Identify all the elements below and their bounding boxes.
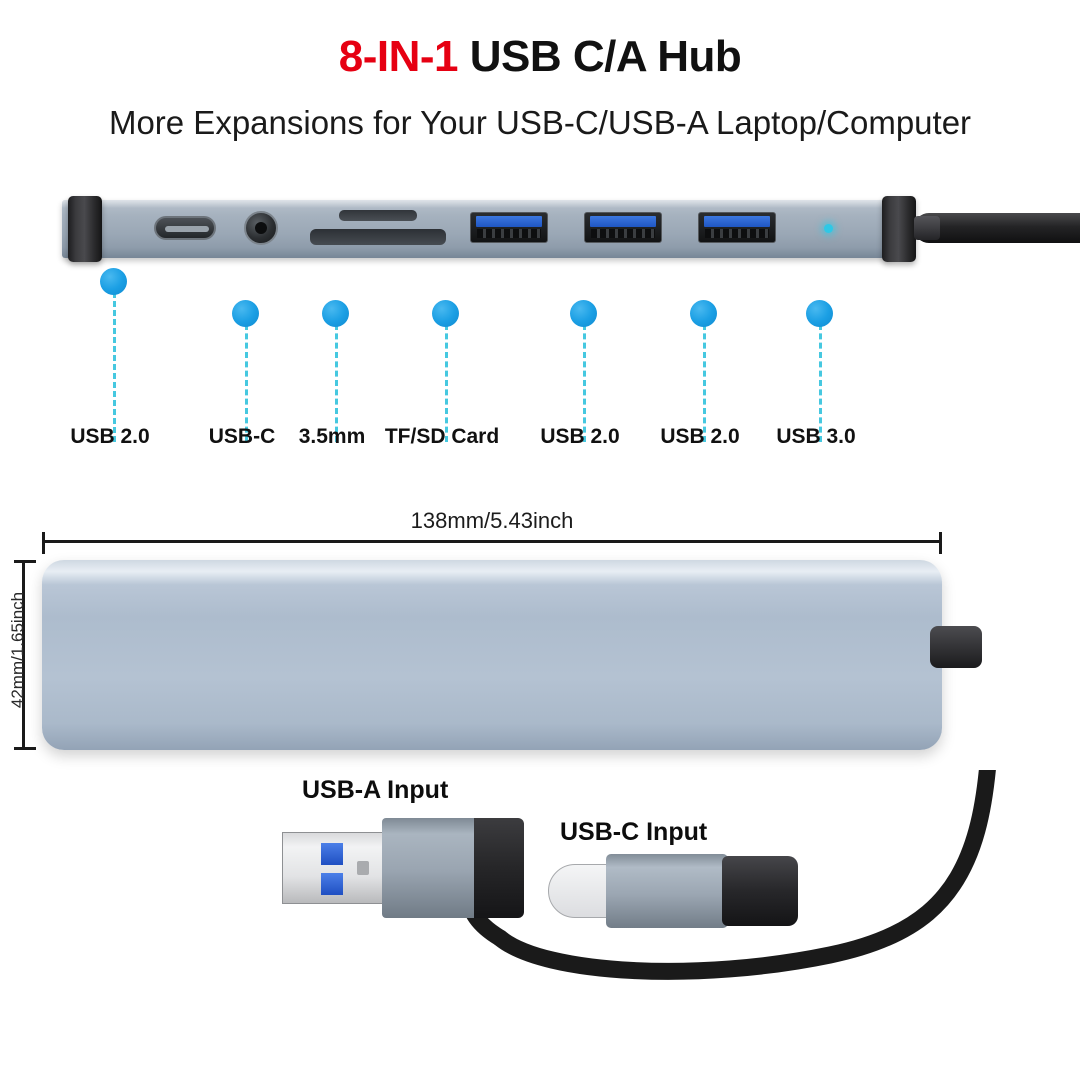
callout-label-4: USB 2.0 [540, 425, 620, 448]
callout-label-1: USB-C [208, 425, 276, 448]
hub-top-cable-strain-relief [930, 626, 982, 668]
callout-dot-6 [806, 300, 833, 327]
usb-c-strain-relief [722, 856, 798, 926]
width-tick-right [939, 532, 942, 554]
usb-a-notch [357, 861, 369, 875]
width-dimension-label: 138mm/5.43inch [410, 508, 574, 533]
hub-end-cap-right [882, 196, 916, 262]
callout-line-0 [113, 292, 116, 442]
title-accent: 8-IN-1 [338, 32, 459, 81]
sd-card-slot [310, 229, 446, 245]
hub-end-cap-left [68, 196, 102, 262]
usb-c-input-connector [548, 854, 798, 928]
usb-a-port-1 [470, 212, 548, 243]
callout-dot-3 [432, 300, 459, 327]
usb-a-input-label: USB-A Input [302, 776, 449, 804]
title-rest: USB C/A Hub [469, 32, 742, 81]
usb-a-port-2 [584, 212, 662, 243]
usb-a-port-3 [698, 212, 776, 243]
usb-a-housing [382, 818, 480, 918]
usb-a-input-connector [282, 818, 524, 918]
usb-c-housing [606, 854, 728, 928]
callout-line-1 [245, 324, 248, 442]
connector-cable [461, 770, 996, 980]
page-title: 8-IN-1 USB C/A Hub [0, 32, 1080, 82]
callout-dot-2 [322, 300, 349, 327]
usb-c-input-label: USB-C Input [560, 818, 708, 846]
hub-dimension-view: 138mm/5.43inch 42mm/1.65inch [0, 500, 1080, 790]
connector-view: USB-A Input USB-C Input [0, 770, 1080, 1080]
hub-front-view [62, 196, 1080, 266]
usb-c-tip [548, 864, 614, 918]
audio-jack-3-5mm [244, 211, 278, 245]
callout-label-0: USB 2.0 [70, 425, 150, 448]
usb-a-contact-face [282, 832, 386, 904]
callout-line-4 [583, 324, 586, 442]
callout-label-6: USB 3.0 [776, 425, 856, 448]
usb-a-housing-end [474, 818, 524, 918]
height-dimension-line [14, 560, 36, 750]
led-indicator [824, 224, 833, 233]
callout-line-2 [335, 324, 338, 442]
callout-line-6 [819, 324, 822, 442]
callout-label-2: 3.5mm [298, 425, 366, 448]
width-dimension-line [42, 532, 942, 554]
callout-dot-0 [100, 268, 127, 295]
callout-dot-4 [570, 300, 597, 327]
callout-label-3: TF/SD Card [384, 425, 500, 448]
tf-card-slot [339, 210, 417, 221]
usb-a-blue-tab-top [321, 843, 343, 865]
callout-label-5: USB 2.0 [660, 425, 740, 448]
height-dimension-label: 42mm/1.65inch [8, 591, 27, 709]
usb-c-port [154, 216, 216, 240]
height-tick-top [14, 560, 36, 563]
callout-line-5 [703, 324, 706, 442]
callout-line-3 [445, 324, 448, 442]
callout-dot-1 [232, 300, 259, 327]
usb-a-blue-tab-bottom [321, 873, 343, 895]
callout-dot-5 [690, 300, 717, 327]
hub-top-view [42, 560, 942, 750]
height-tick-bottom [14, 747, 36, 750]
hub-output-cable [914, 213, 1080, 243]
page-subtitle: More Expansions for Your USB-C/USB-A Lap… [108, 104, 972, 141]
width-tick-left [42, 532, 45, 554]
